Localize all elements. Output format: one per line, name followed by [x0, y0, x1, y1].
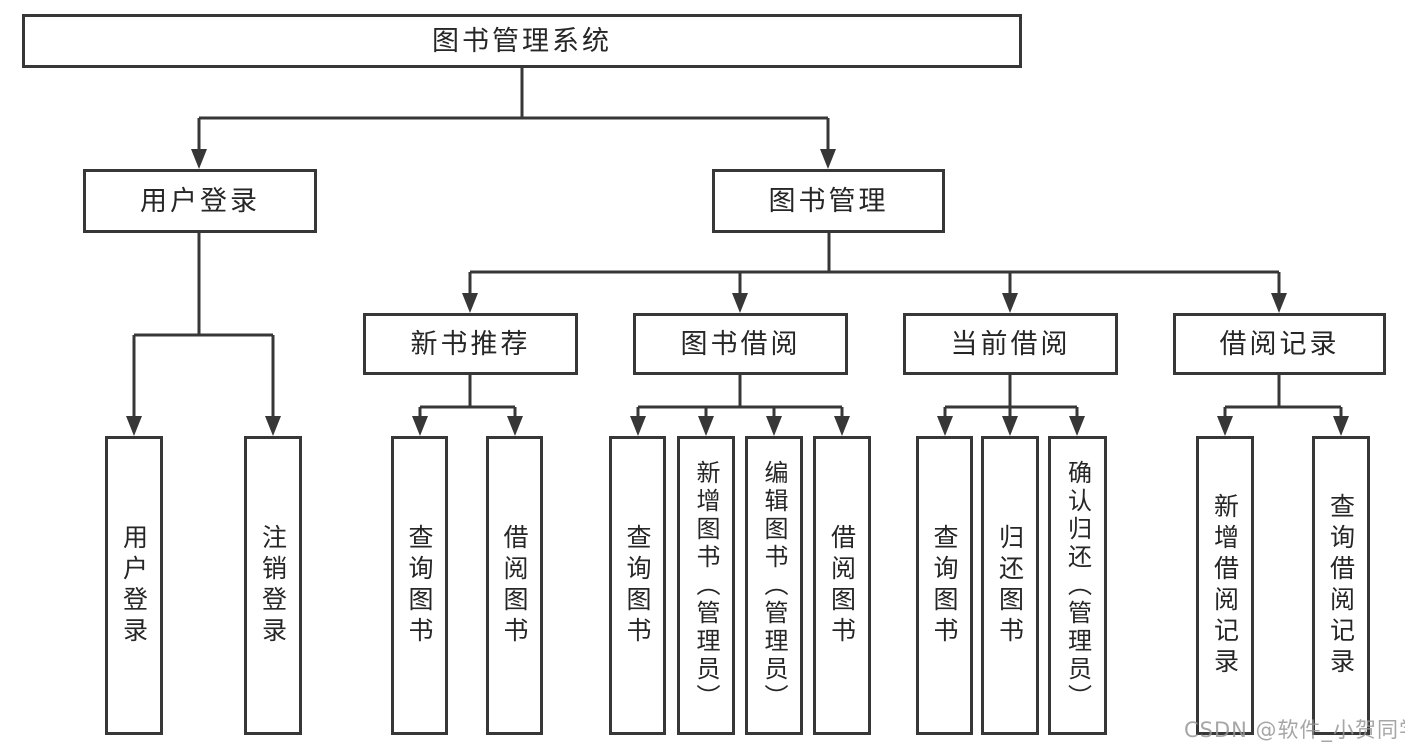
node-root-system: 图书管理系统 — [22, 14, 1022, 68]
leaf-query-books-recommend: 查询图书 — [391, 436, 448, 735]
node-new-book-recommend: 新书推荐 — [363, 313, 578, 375]
node-user-login: 用户登录 — [83, 169, 317, 233]
leaf-query-books-borrow: 查询图书 — [609, 436, 666, 735]
leaf-borrow-books: 借阅图书 — [813, 436, 871, 735]
leaf-return-books: 归还图书 — [981, 436, 1039, 735]
leaf-query-borrow-record: 查询借阅记录 — [1312, 436, 1370, 735]
leaf-query-books-current: 查询图书 — [916, 436, 973, 735]
node-current-borrow: 当前借阅 — [903, 313, 1118, 375]
leaf-edit-books-admin: 编辑图书（管理员） — [745, 436, 803, 735]
node-borrow-records: 借阅记录 — [1173, 313, 1386, 375]
csdn-watermark: CSDN @软件_小贺同学 — [1184, 718, 1405, 742]
leaf-borrow-books-recommend: 借阅图书 — [486, 436, 543, 735]
leaf-add-books-admin: 新增图书（管理员） — [677, 436, 735, 735]
leaf-logout: 注销登录 — [244, 436, 302, 735]
arrowheads — [126, 149, 1349, 436]
node-book-management: 图书管理 — [712, 169, 945, 233]
node-book-borrow: 图书借阅 — [633, 313, 848, 375]
leaf-user-login: 用户登录 — [105, 436, 163, 735]
leaf-confirm-return-admin: 确认归还（管理员） — [1048, 436, 1107, 735]
leaf-add-borrow-record: 新增借阅记录 — [1196, 436, 1254, 735]
